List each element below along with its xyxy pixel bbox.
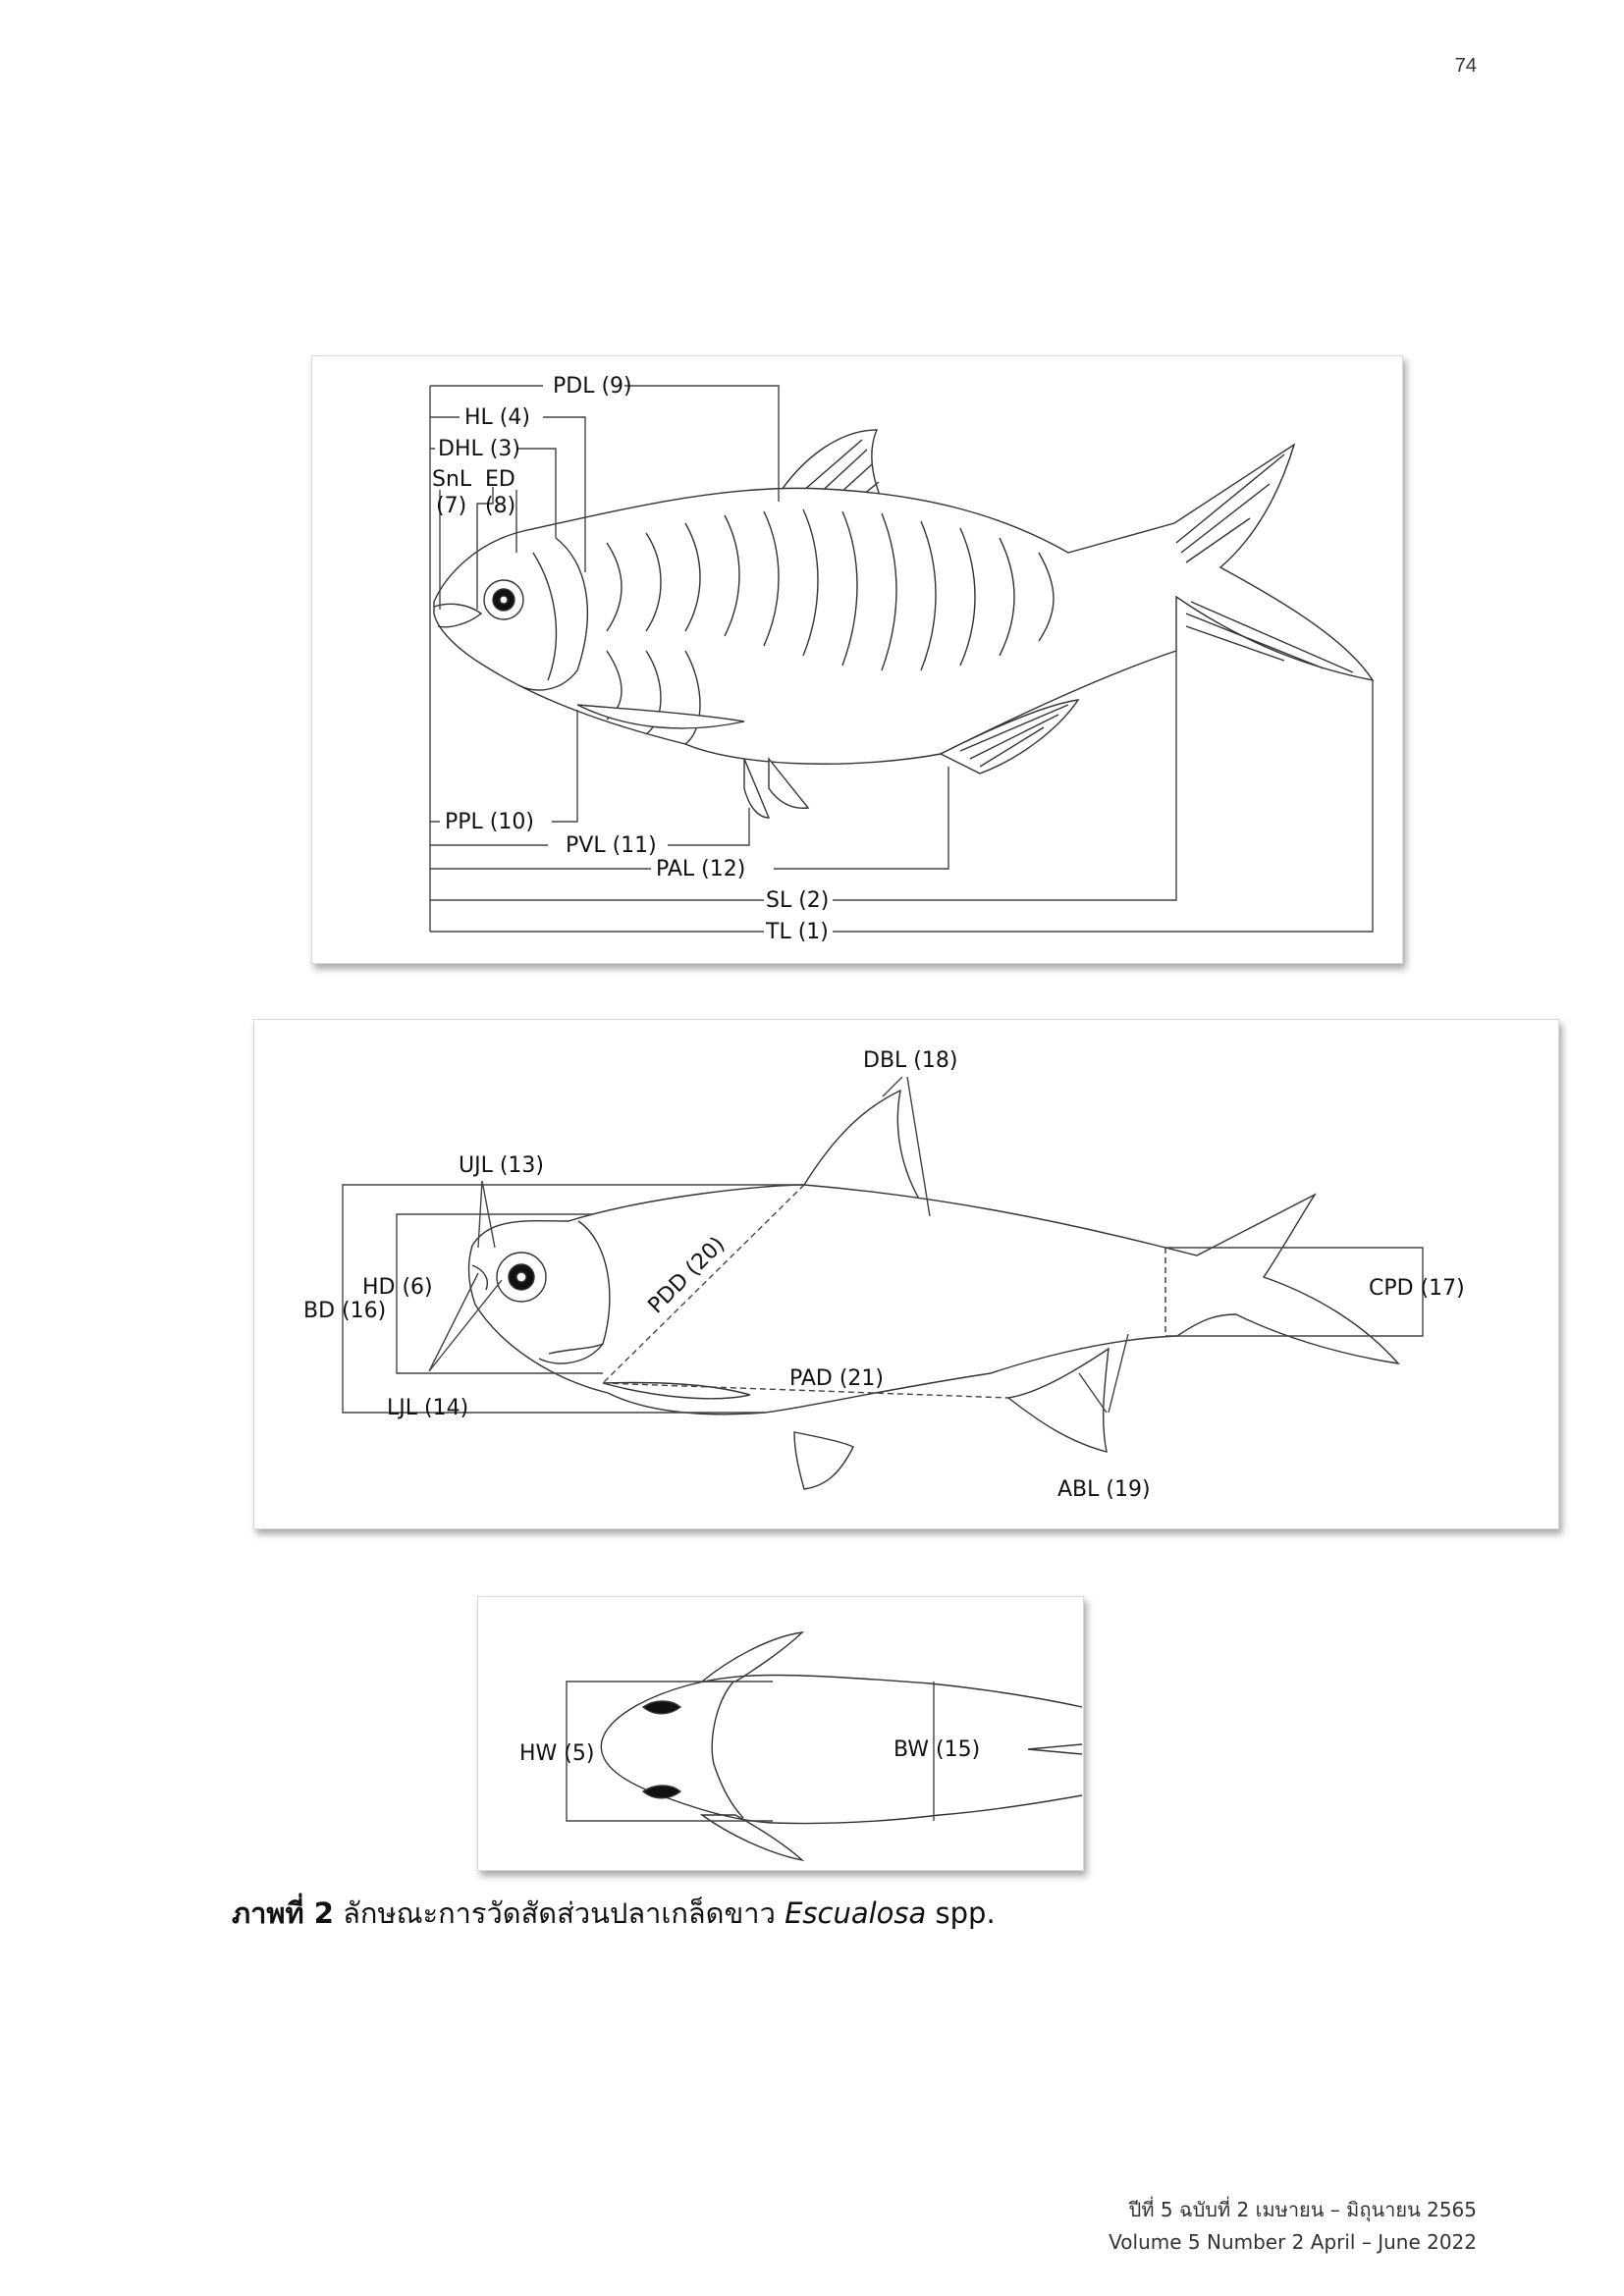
label-snl-number: (7) — [436, 494, 466, 518]
label-hw: HW (5) — [519, 1741, 594, 1766]
fish-lateral-length-diagram: PDL (9) HL (4) DHL (3) SnL (7) ED (8) PP… — [429, 374, 1375, 944]
figure-caption-text: ลักษณะการวัดสัดส่วนปลาเกล็ดขาว — [333, 1896, 785, 1930]
label-tl: TL (1) — [765, 920, 829, 944]
label-dbl: DBL (18) — [863, 1048, 957, 1073]
label-pal: PAL (12) — [656, 857, 745, 881]
label-hd: HD (6) — [362, 1275, 433, 1300]
label-ed: ED — [485, 467, 515, 492]
fish-lateral-depth-diagram: DBL (18) UJL (13) PDD (20) HD (6) BD (16… — [303, 1048, 1465, 1502]
footer-issue-thai: ปีที่ 5 ฉบับที่ 2 เมษายน – มิถุนายน 2565 — [1128, 2198, 1477, 2221]
label-abl: ABL (19) — [1057, 1477, 1151, 1502]
figure-caption-prefix: ภาพที่ 2 — [232, 1896, 334, 1930]
label-ljl: LJL (14) — [387, 1396, 468, 1420]
figure-caption: ภาพที่ 2 ลักษณะการวัดสัดส่วนปลาเกล็ดขาว … — [232, 1891, 996, 1936]
figure-panel-depths: DBL (18) UJL (13) PDD (20) HD (6) BD (16… — [253, 1019, 1559, 1529]
figure-caption-species: Escualosa — [785, 1896, 927, 1930]
label-snl: SnL — [432, 467, 472, 492]
figure-panel-lengths: PDL (9) HL (4) DHL (3) SnL (7) ED (8) PP… — [311, 355, 1403, 964]
fish-dorsal-width-diagram: HW (5) BW (15) — [519, 1631, 1083, 1862]
label-ppl: PPL (10) — [445, 810, 534, 834]
label-pvl: PVL (11) — [566, 833, 657, 858]
page-number: 74 — [1454, 55, 1477, 77]
label-pad: PAD (21) — [789, 1366, 884, 1391]
label-bd: BD (16) — [303, 1299, 386, 1323]
label-hl: HL (4) — [464, 405, 530, 430]
figure-panel-widths: HW (5) BW (15) — [477, 1596, 1084, 1871]
label-bw: BW (15) — [893, 1737, 980, 1762]
label-dhl: DHL (3) — [438, 437, 520, 461]
figure-caption-suffix: spp. — [926, 1896, 996, 1930]
footer-issue-english: Volume 5 Number 2 April – June 2022 — [1109, 2230, 1477, 2254]
label-ed-number: (8) — [485, 494, 515, 518]
label-cpd: CPD (17) — [1369, 1276, 1465, 1301]
label-pdl: PDL (9) — [553, 374, 632, 399]
label-sl: SL (2) — [766, 888, 829, 913]
label-ujl: UJL (13) — [459, 1153, 544, 1178]
